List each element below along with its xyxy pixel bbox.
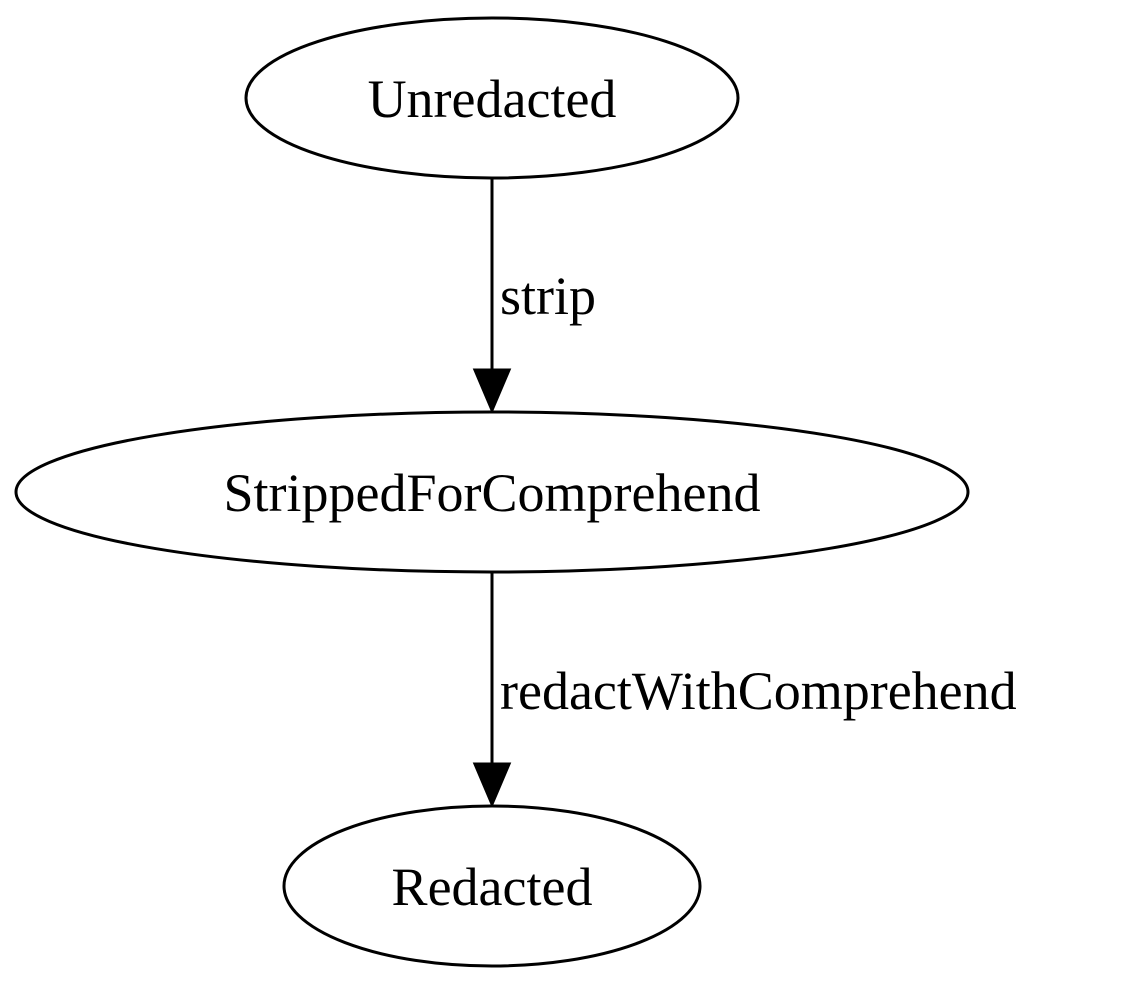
edge-redact-with-comprehend-arrowhead [472,762,512,808]
node-stripped-for-comprehend: StrippedForComprehend [14,410,970,574]
node-redacted: Redacted [282,804,702,968]
node-unredacted: Unredacted [244,16,740,180]
edge-strip: strip [472,178,596,414]
node-redacted-shape [282,804,702,968]
edge-redact-with-comprehend-label: redactWithComprehend [500,661,1017,721]
edge-strip-arrowhead [472,368,512,414]
edge-redact-with-comprehend: redactWithComprehend [472,572,1017,808]
node-stripped-for-comprehend-label: StrippedForComprehend [224,463,761,523]
node-redacted-label: Redacted [392,857,593,917]
node-unredacted-label: Unredacted [368,69,617,129]
edge-strip-label: strip [500,266,596,326]
